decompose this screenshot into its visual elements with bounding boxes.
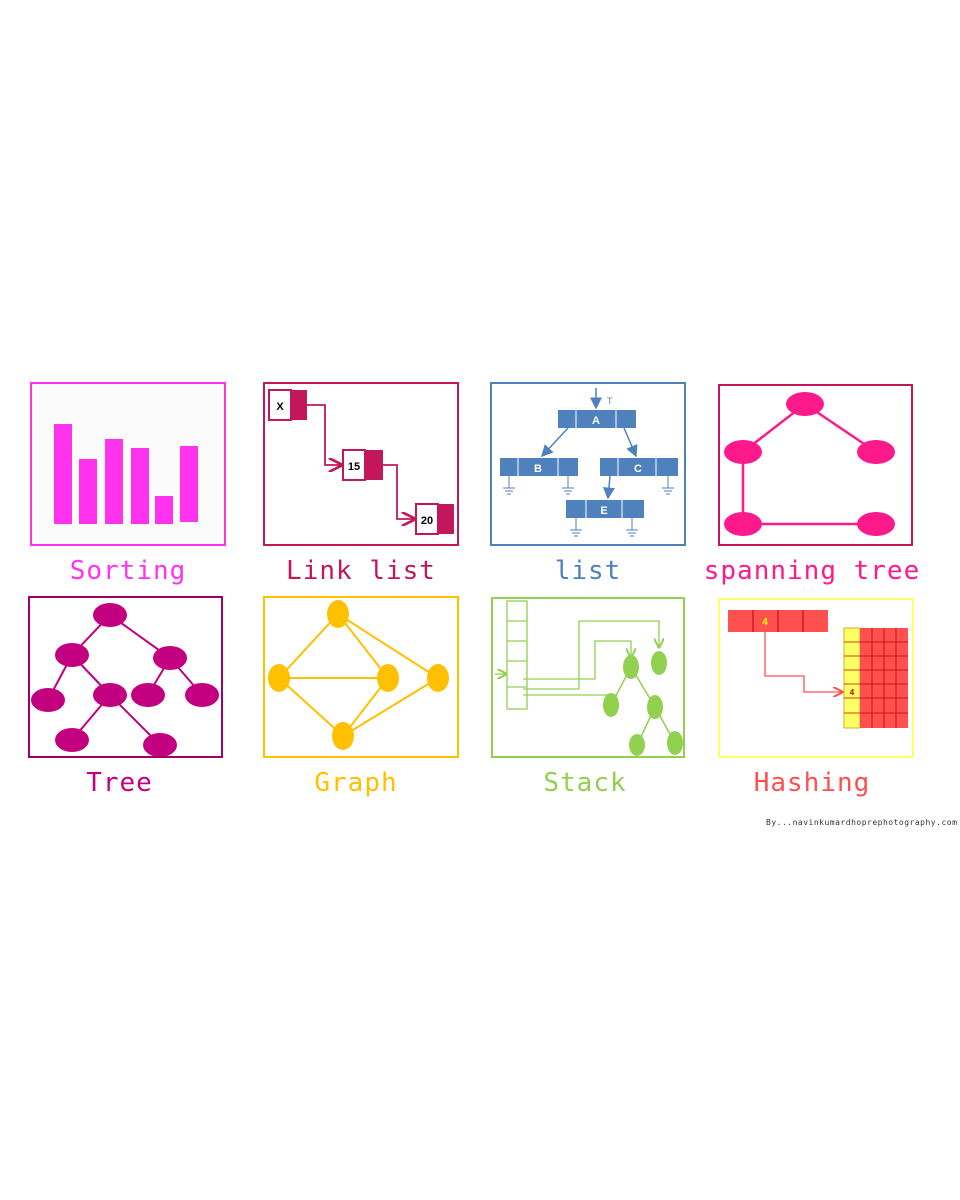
graph-panel xyxy=(263,596,459,758)
graph-edge-7 xyxy=(342,677,439,737)
list-panel: T A B C E xyxy=(490,382,686,546)
stack-diagram xyxy=(495,600,683,756)
tree-node-l3-a xyxy=(55,728,89,752)
linklist-node-15-label: 15 xyxy=(348,461,360,473)
list-node-e: E xyxy=(566,500,644,518)
linklist-pointer-2 xyxy=(375,464,414,519)
tree-panel xyxy=(28,596,223,758)
spanning-tree-diagram xyxy=(724,392,895,536)
graph-edge-3 xyxy=(337,613,439,679)
list-null-ground-symbols xyxy=(503,476,674,537)
linklist-pointer-1 xyxy=(299,404,341,465)
list-diagram: T A B C E xyxy=(500,388,678,537)
hashing-key-value: 4 xyxy=(762,617,768,628)
list-node-a-label: A xyxy=(592,415,600,427)
stack-tree-node-f xyxy=(667,731,683,755)
stack-caption: Stack xyxy=(543,768,627,798)
tree-node-l2-a xyxy=(31,688,65,712)
list-node-c: C xyxy=(600,458,678,476)
list-node-e-label: E xyxy=(600,505,607,517)
hashing-table: 4 xyxy=(843,627,908,729)
tree-diagram xyxy=(31,603,219,756)
tree-node-l3-b xyxy=(143,733,177,756)
sort-bar-3 xyxy=(105,439,123,524)
graph-edge-5 xyxy=(278,677,344,737)
spanning-panel xyxy=(718,384,913,546)
linklist-caption: Link list xyxy=(286,556,436,586)
hashing-panel: 4 4 xyxy=(718,598,914,758)
list-caption: list xyxy=(554,556,622,586)
spanning-node-top xyxy=(786,392,824,416)
stack-panel xyxy=(491,597,685,758)
list-root-label: T xyxy=(607,396,613,406)
linklist-node-x-label: X xyxy=(276,401,284,413)
linklist-node-15: 15 xyxy=(342,449,383,481)
tree-node-root xyxy=(93,603,127,627)
stack-cells xyxy=(506,600,528,710)
stack-tree-node-e xyxy=(629,734,645,756)
sort-bar-6 xyxy=(180,446,198,522)
list-pointer-c-e xyxy=(602,475,615,500)
sort-bar-4 xyxy=(131,448,149,524)
list-pointer-a-b xyxy=(540,427,569,458)
list-node-b: B xyxy=(500,458,578,476)
stack-tree-node-b xyxy=(651,651,667,675)
graph-caption: Graph xyxy=(314,768,398,798)
linklist-node-20-label: 20 xyxy=(421,515,433,527)
linklist-node-20: 20 xyxy=(415,503,454,535)
stack-tree-node-d xyxy=(647,695,663,719)
graph-edge-1 xyxy=(278,613,339,679)
graph-node-bottom xyxy=(332,722,354,750)
spanning-node-left xyxy=(724,440,762,464)
credit-text: By...navinkumardhoprephotography.com xyxy=(766,818,958,827)
list-node-b-label: B xyxy=(534,463,542,475)
linklist-diagram: X 15 20 xyxy=(268,389,454,535)
tree-node-l1-right xyxy=(153,646,187,670)
stack-pointer-2 xyxy=(523,640,631,680)
list-node-c-label: C xyxy=(634,463,642,475)
sort-bar-2 xyxy=(79,459,97,524)
tree-node-l2-d xyxy=(185,683,219,707)
spanning-node-bottom-right xyxy=(857,512,895,536)
hashing-table-value: 4 xyxy=(850,688,855,697)
graph-node-left xyxy=(268,664,290,692)
list-node-a: A xyxy=(558,410,636,428)
graph-node-top xyxy=(327,600,349,628)
spanning-node-right xyxy=(857,440,895,464)
sorting-bars-diagram xyxy=(54,424,198,524)
spanning-node-bottom-left xyxy=(724,512,762,536)
hashing-pointer xyxy=(764,632,842,692)
graph-diagram xyxy=(268,600,449,750)
tree-node-l1-left xyxy=(55,643,89,667)
stack-pointer-1 xyxy=(523,620,659,690)
sorting-panel xyxy=(30,382,226,546)
tree-node-l2-c xyxy=(131,683,165,707)
graph-node-center xyxy=(377,664,399,692)
hashing-caption: Hashing xyxy=(753,768,871,798)
hashing-key-row: 4 xyxy=(728,610,828,632)
sort-bar-1 xyxy=(54,424,72,524)
linklist-panel: X 15 20 xyxy=(263,382,459,546)
stack-tree-node-c xyxy=(603,693,619,717)
graph-edge-2 xyxy=(337,613,389,679)
tree-node-l2-b xyxy=(93,683,127,707)
spanning-caption: spanning tree xyxy=(703,556,921,586)
list-pointer-a-c xyxy=(623,427,638,458)
hashing-diagram: 4 4 xyxy=(728,610,908,729)
stack-tree-node-a xyxy=(623,655,639,679)
sorting-caption: Sorting xyxy=(69,556,187,586)
graph-node-right xyxy=(427,664,449,692)
sort-bar-5 xyxy=(155,496,173,524)
tree-caption: Tree xyxy=(86,768,153,798)
